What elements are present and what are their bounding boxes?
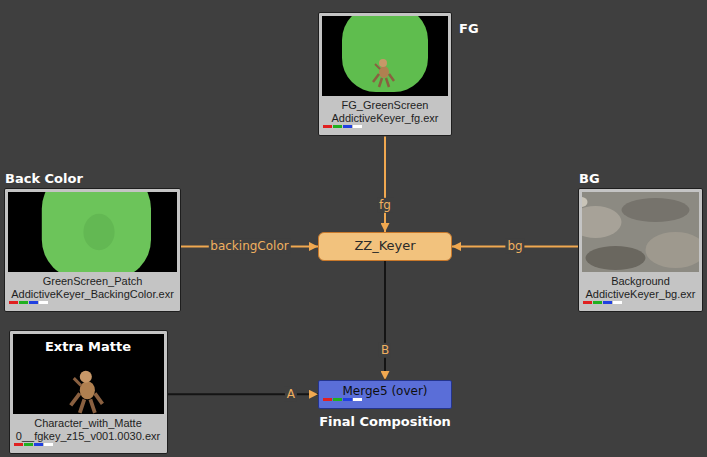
thumbnail-image xyxy=(582,192,699,272)
merge-node: Merge5 (over)Final Composition xyxy=(318,380,452,409)
thumbnail-image xyxy=(322,16,448,96)
input-pipe xyxy=(384,261,386,380)
input-label: A xyxy=(285,387,297,401)
input-label: bg xyxy=(505,239,524,253)
read-node: GreenScreen_Patch AddictiveKeyer_Backing… xyxy=(4,188,181,312)
node-heading: FG xyxy=(459,21,479,37)
input-label: B xyxy=(379,343,391,357)
input-label: backingColor xyxy=(208,239,290,253)
keyer-node: ZZ_Keyer xyxy=(318,232,452,261)
read-node: Character_with_Matte 0__fgkey_z15_v001.0… xyxy=(9,330,168,454)
keyer-label: ZZ_Keyer xyxy=(325,238,445,255)
read-node: FG_GreenScreen AddictiveKeyer_fg.exrFG xyxy=(318,12,452,136)
input-label: fg xyxy=(377,198,393,212)
input-pipe xyxy=(384,136,386,232)
file-name: GreenScreen_Patch AddictiveKeyer_Backing… xyxy=(5,189,180,311)
node-caption: Final Composition xyxy=(259,414,511,430)
node-heading: Back Color xyxy=(5,171,83,187)
file-name: Background AddictiveKeyer_bg.exr xyxy=(579,189,702,311)
thumbnail-image xyxy=(8,192,177,272)
node-heading: BG xyxy=(579,171,600,187)
merge-label: Merge5 (over) xyxy=(325,384,445,400)
node-heading: Extra Matte xyxy=(10,339,167,355)
file-name: FG_GreenScreen AddictiveKeyer_fg.exr xyxy=(319,13,451,135)
read-node: Background AddictiveKeyer_bg.exrBG xyxy=(578,188,703,312)
